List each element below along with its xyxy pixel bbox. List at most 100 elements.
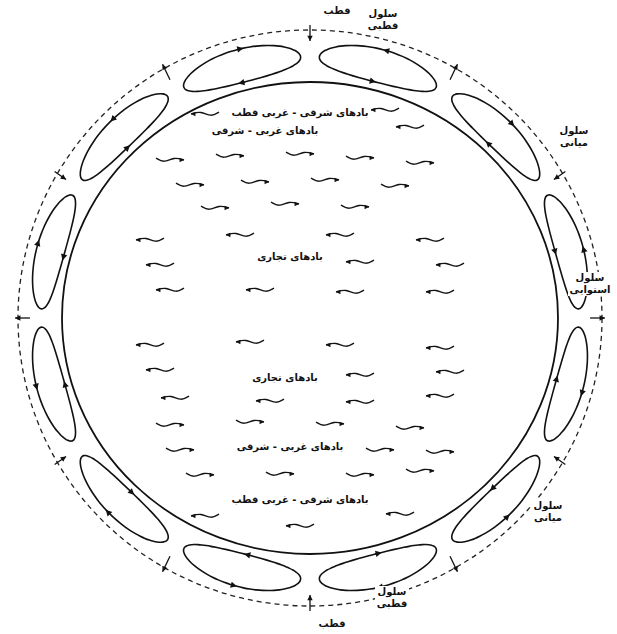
outlines <box>18 30 602 606</box>
flow-arrowhead <box>486 141 493 148</box>
pole-label: قطب <box>317 618 348 630</box>
vertical-flow-arrows <box>15 25 605 611</box>
wind-arrowhead <box>416 238 420 243</box>
flow-arrowhead <box>33 383 39 390</box>
wind-arrowhead <box>200 183 204 188</box>
polar-cell <box>319 545 436 591</box>
wind-arrowhead <box>450 450 454 455</box>
flow-arrowhead <box>580 389 586 396</box>
flow-arrowhead <box>230 582 237 588</box>
wind-arrowhead <box>226 233 230 238</box>
cell-loop <box>452 456 540 543</box>
wind-arrowhead <box>156 288 160 293</box>
flow-arrowhead <box>375 551 382 557</box>
circulation-cells <box>33 45 588 590</box>
cell-loop <box>33 327 76 441</box>
vertical-arrowhead <box>554 174 560 179</box>
wind-arrowhead <box>430 161 434 166</box>
flow-arrowhead <box>238 79 245 85</box>
wind-arrowhead <box>265 180 269 185</box>
wind-arrowhead <box>225 206 229 211</box>
cell-label: سلول میانی <box>558 125 591 149</box>
wind-arrowhead <box>346 260 350 265</box>
flow-arrowhead <box>106 510 113 517</box>
wind-arrowhead <box>240 154 244 159</box>
vertical-arrowhead <box>60 457 66 462</box>
wind-arrowhead <box>336 290 340 295</box>
wind-arrowhead <box>310 152 314 157</box>
flow-arrowhead <box>551 248 557 255</box>
flow-arrowhead <box>503 514 510 521</box>
flow-arrowhead <box>581 246 587 253</box>
wind-arrowhead <box>191 514 195 519</box>
wind-arrowhead <box>390 448 394 453</box>
wind-arrowhead <box>290 472 294 477</box>
wind-arrowhead <box>190 448 194 453</box>
polar-cell <box>184 45 301 91</box>
ferrel-cell <box>452 94 540 181</box>
hadley-cell <box>544 327 587 441</box>
flow-arrowhead <box>61 254 67 261</box>
rising-air-arrow <box>450 556 457 572</box>
vertical-arrowhead <box>60 174 66 179</box>
sinking-air-arrow <box>55 172 66 180</box>
vertical-arrowhead <box>600 315 605 320</box>
atmosphere-boundary <box>18 30 602 606</box>
rising-air-arrow <box>450 64 457 80</box>
polar-cell <box>184 545 301 591</box>
vertical-arrowhead <box>15 315 20 320</box>
cell-label: سلول میانی <box>532 500 565 524</box>
wind-label: بادهای تجاری <box>255 251 325 263</box>
pole-label: قطب <box>322 5 353 17</box>
wind-arrowhead <box>335 178 339 183</box>
wind-label: بادهای شرقی - غربی قطب <box>229 494 370 506</box>
flow-arrowhead <box>490 484 497 491</box>
vertical-arrowhead <box>162 566 167 572</box>
flow-arrowhead <box>34 240 40 247</box>
surface-wind-arrows <box>136 108 464 529</box>
wind-arrowhead <box>286 524 290 529</box>
vertical-arrowhead <box>307 36 312 41</box>
wind-arrowhead <box>256 399 260 404</box>
flow-arrowhead <box>244 552 251 558</box>
flow-arrowhead <box>508 120 515 127</box>
wind-arrowhead <box>370 156 374 161</box>
wind-arrowhead <box>136 238 140 243</box>
cell-loop <box>452 94 540 181</box>
ferrel-cell <box>452 456 540 543</box>
wind-arrowhead <box>295 202 299 207</box>
wind-arrowhead <box>146 263 150 268</box>
cell-loop <box>184 545 301 591</box>
cell-loop <box>80 456 168 543</box>
wind-arrowhead <box>260 420 264 425</box>
vertical-arrowhead <box>453 64 458 70</box>
wind-arrowhead <box>436 370 440 375</box>
sinking-air-arrow <box>55 457 66 465</box>
wind-arrowhead <box>426 394 430 399</box>
cell-loop <box>184 45 301 91</box>
hadley-cell <box>33 327 76 441</box>
flow-arrowhead <box>383 48 390 54</box>
cell-loop <box>319 545 436 591</box>
wind-arrowhead <box>180 158 184 163</box>
wind-arrowhead <box>326 343 330 348</box>
wind-arrowhead <box>426 346 430 351</box>
vertical-arrowhead <box>554 457 560 462</box>
flow-arrowhead <box>110 115 117 122</box>
wind-arrowhead <box>430 469 434 474</box>
wind-arrowhead <box>340 422 344 427</box>
flow-arrowhead <box>553 376 559 383</box>
wind-arrowhead <box>236 340 240 345</box>
ferrel-cell <box>80 94 168 181</box>
earth-outline <box>62 82 558 554</box>
wind-arrowhead <box>436 263 440 268</box>
cell-label: سلول قطبی <box>366 8 401 32</box>
wind-label: بادهای تجاری <box>250 372 320 384</box>
wind-arrowhead <box>210 473 214 478</box>
wind-arrowhead <box>346 373 350 378</box>
wind-arrowhead <box>146 368 150 373</box>
sinking-air-arrow <box>554 457 565 465</box>
cell-label: سلول قطبی <box>375 586 410 610</box>
